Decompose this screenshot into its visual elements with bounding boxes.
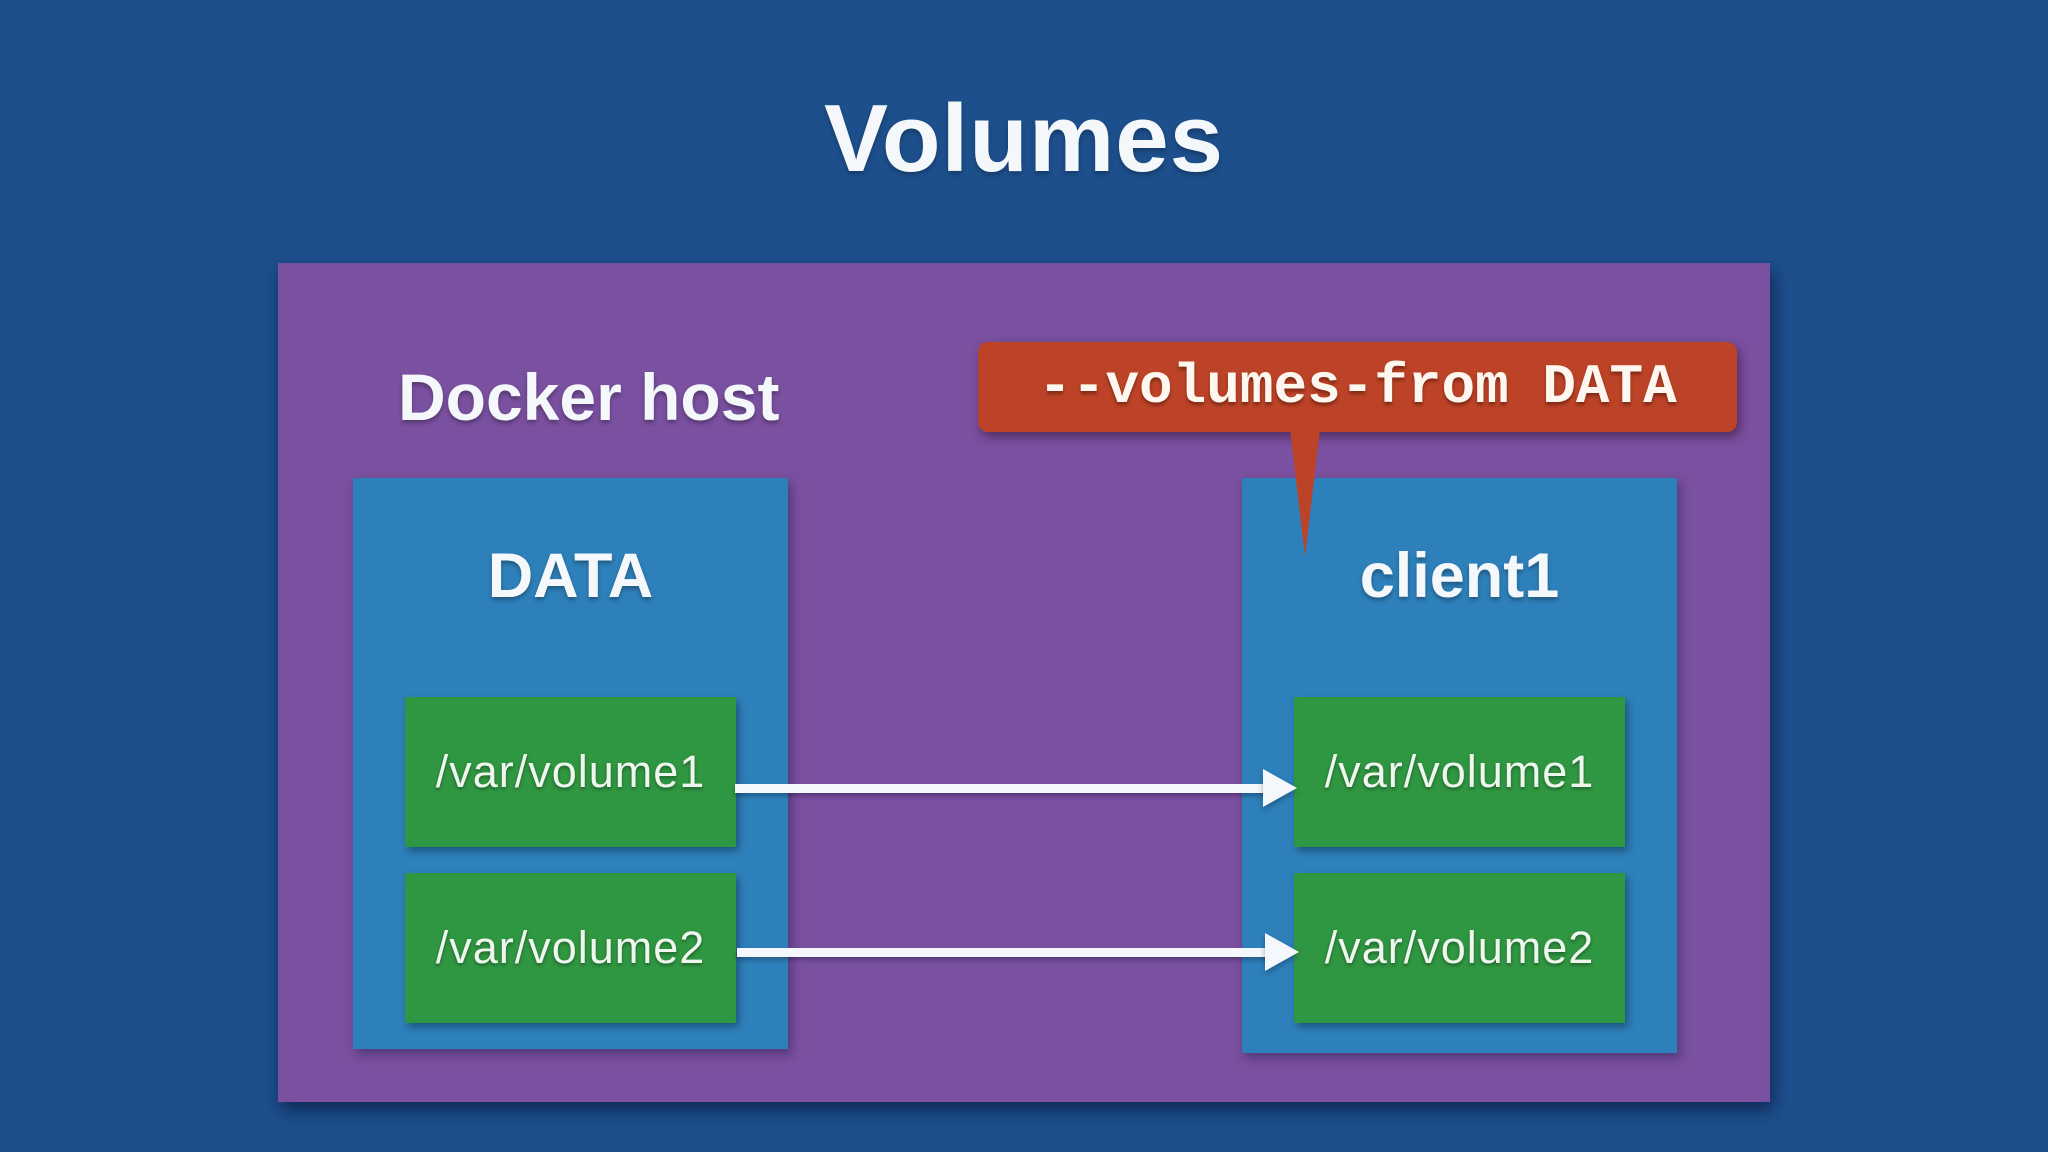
volumes-from-callout: --volumes-from DATA [978,342,1737,556]
docker-host-label: Docker host [398,360,780,434]
data-volume1-label: /var/volume1 [435,746,706,797]
data-volume2-box: /var/volume2 [405,873,736,1023]
arrow-right-icon [1263,769,1297,807]
arrow-volume2-line [737,948,1273,957]
data-volume2-label: /var/volume2 [435,922,706,973]
client1-volume2-label: /var/volume2 [1324,922,1595,973]
client1-volume1-label: /var/volume1 [1324,746,1595,797]
page-title: Volumes [824,85,1224,192]
arrow-volume1 [735,769,1297,807]
arrow-right-icon [1265,933,1299,971]
callout-tail-pointer [1290,430,1320,556]
arrow-volume1-line [735,784,1271,793]
container-data-title: DATA [487,541,654,611]
client1-volume2-box: /var/volume2 [1294,873,1625,1023]
data-volume1-box: /var/volume1 [405,697,736,847]
arrow-volume2 [737,933,1299,971]
client1-volume1-box: /var/volume1 [1294,697,1625,847]
container-client1: client1 /var/volume1 /var/volume2 [1242,478,1677,1053]
container-client1-title: client1 [1359,541,1560,611]
container-data: DATA /var/volume1 /var/volume2 [353,478,788,1049]
volumes-from-callout-text: --volumes-from DATA [1038,355,1677,419]
